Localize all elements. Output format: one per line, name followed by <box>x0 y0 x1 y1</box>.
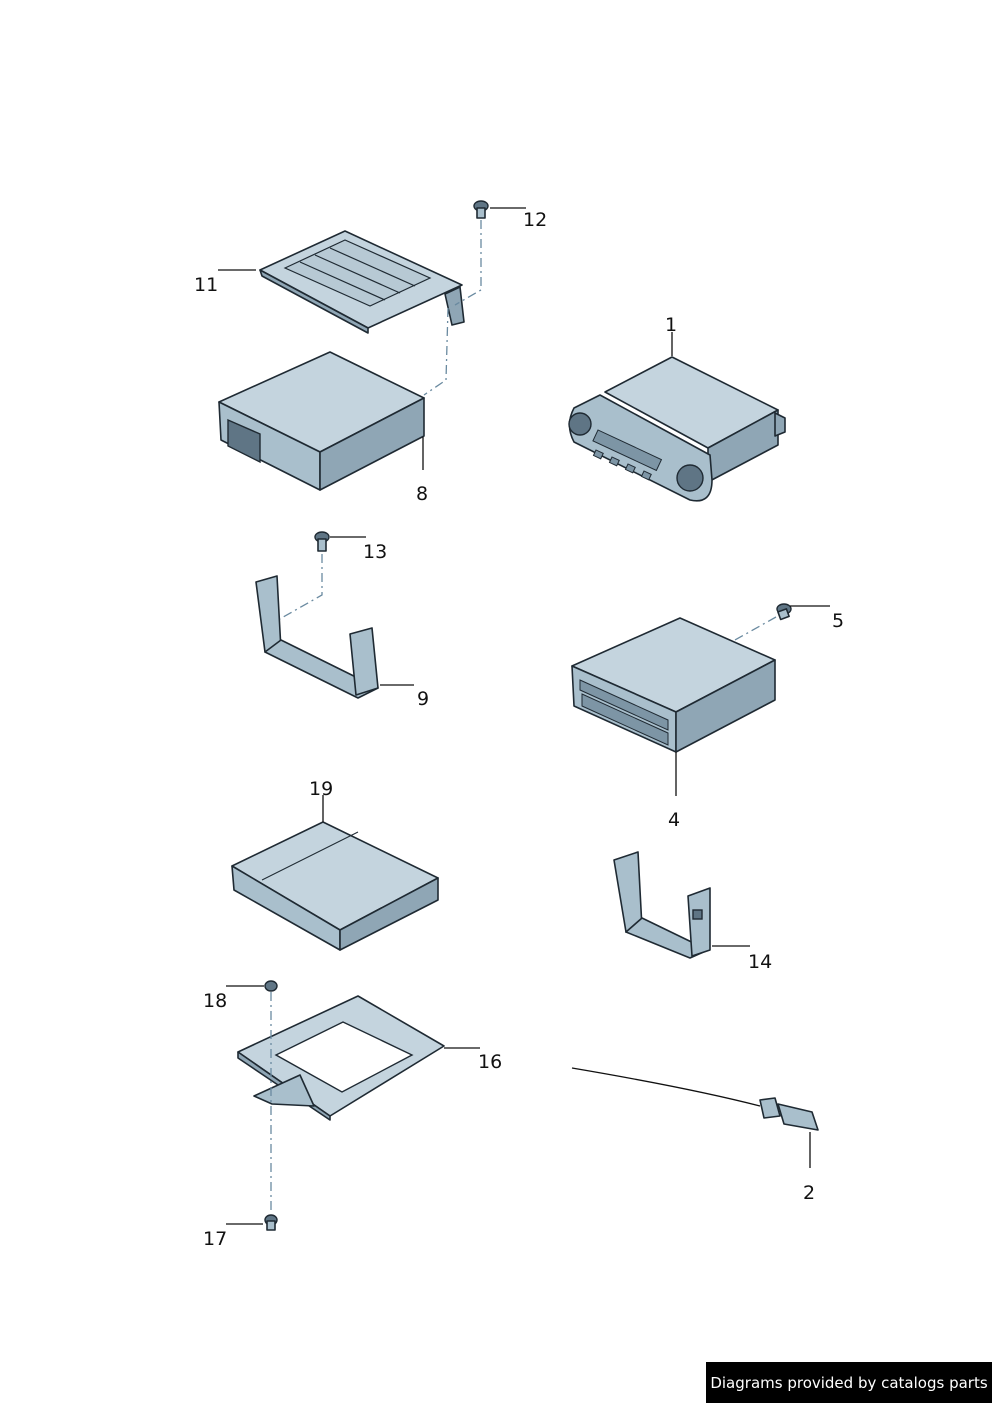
dash-line-13-9 <box>277 554 323 621</box>
footer-credit: Diagrams provided by catalogs parts <box>706 1362 992 1403</box>
callout-18: 18 <box>203 990 227 1012</box>
callout-5: 5 <box>832 610 844 632</box>
callout-1: 1 <box>665 314 677 336</box>
part-17-screw[interactable] <box>264 1214 278 1231</box>
part-13-screw[interactable] <box>314 531 330 552</box>
part-4-cd-player[interactable] <box>571 617 776 753</box>
part-9-bracket[interactable] <box>255 575 379 699</box>
callout-2: 2 <box>803 1182 815 1204</box>
cd-player-slots <box>579 679 669 746</box>
cover-ribs <box>283 239 432 307</box>
callout-19: 19 <box>309 778 333 800</box>
callout-16: 16 <box>478 1051 502 1073</box>
dash-line-12-11 <box>454 220 482 306</box>
part-5-screw[interactable] <box>776 603 792 621</box>
part-1-radio[interactable] <box>568 356 786 502</box>
callout-12: 12 <box>523 209 547 231</box>
radio-buttons <box>592 429 663 481</box>
callout-17: 17 <box>203 1228 227 1250</box>
part-14-bracket[interactable] <box>613 851 711 959</box>
part-2-cable[interactable] <box>571 1067 819 1131</box>
dash-line-5-4 <box>734 616 777 641</box>
part-8-cd-changer[interactable] <box>218 351 425 491</box>
callout-9: 9 <box>417 688 429 710</box>
leader-lines <box>218 207 830 1225</box>
callout-11: 11 <box>194 274 218 296</box>
part-12-screw[interactable] <box>473 200 489 219</box>
part-18-nut[interactable] <box>264 980 278 992</box>
callout-13: 13 <box>363 541 387 563</box>
part-19-nav-unit[interactable] <box>231 821 439 951</box>
part-11-cover-plate[interactable] <box>259 230 465 334</box>
part-16-mounting-frame[interactable] <box>237 995 445 1121</box>
callout-8: 8 <box>416 483 428 505</box>
dash-line-11-8 <box>423 307 449 396</box>
callout-14: 14 <box>748 951 772 973</box>
callout-4: 4 <box>668 809 680 831</box>
